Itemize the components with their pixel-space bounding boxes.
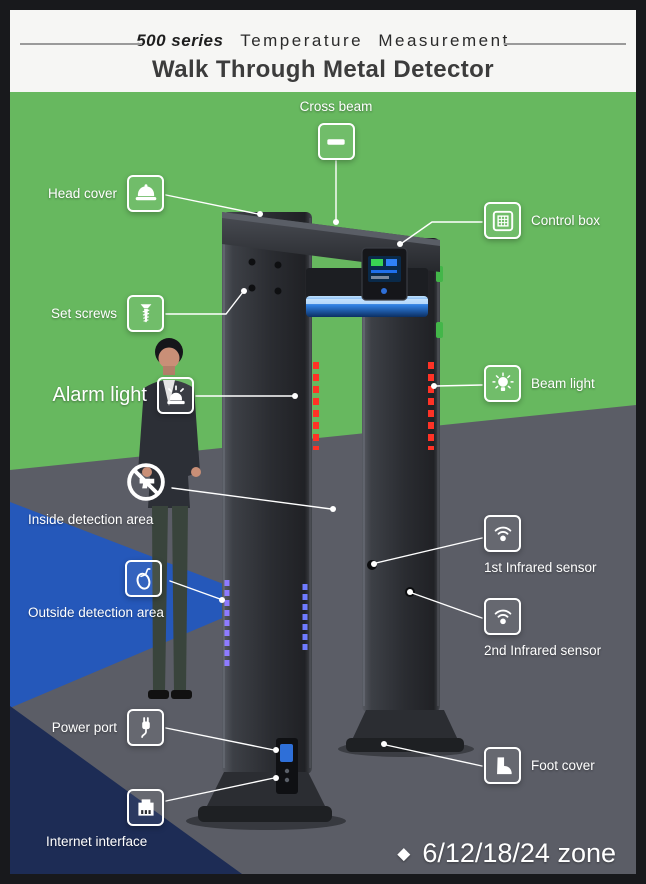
series-line: 500 series Temperature Measurement	[10, 10, 636, 51]
zone-count: ◆ 6/12/18/24 zone	[397, 838, 616, 869]
infrared-2-label: 2nd Infrared sensor	[484, 643, 602, 658]
infrared-sensor-icon	[484, 598, 521, 635]
diamond-bullet-icon: ◆	[397, 843, 411, 863]
infrared-sensor-2-dot	[405, 587, 415, 597]
header: 500 series Temperature Measurement Walk …	[10, 10, 636, 92]
header-rule-right	[504, 43, 626, 45]
head-cover-label: Head cover	[47, 186, 117, 201]
outside-detection-label: Outside detection area	[28, 605, 164, 620]
right-pillar	[362, 238, 440, 712]
leader-dots	[219, 211, 437, 781]
leader-lines	[165, 160, 483, 802]
right-shadow	[338, 741, 474, 757]
ethernet-port-icon	[127, 789, 164, 826]
internet-interface-label: Internet interface	[46, 834, 148, 849]
no-weapons-icon	[124, 460, 168, 504]
metal-detector	[186, 212, 474, 830]
label-control-box: Control box	[484, 202, 600, 239]
set-screws-label: Set screws	[50, 306, 117, 321]
power-plug-icon	[127, 709, 164, 746]
alarm-light-icon	[157, 377, 194, 414]
connection-panel	[276, 738, 298, 794]
label-infrared-2: 2nd Infrared sensor	[484, 598, 601, 658]
header-rule-left	[20, 43, 142, 45]
right-base	[352, 710, 458, 740]
foot-cover-label: Foot cover	[531, 758, 595, 773]
beam-light-label: Beam light	[531, 376, 595, 391]
cross-beam-bar	[222, 212, 440, 272]
label-outside-detection: Outside detection area	[28, 560, 208, 620]
label-alarm-light: Alarm light	[42, 377, 194, 414]
zone-count-label: 6/12/18/24 zone	[422, 838, 616, 868]
light-bulb-icon	[484, 365, 521, 402]
label-infrared-1: 1st Infrared sensor	[484, 515, 597, 575]
hinge-tab	[436, 266, 443, 282]
left-pillar	[222, 212, 312, 774]
alarm-light-label: Alarm light	[52, 384, 147, 406]
power-port-label: Power port	[51, 720, 117, 735]
control-box-label: Control box	[531, 213, 601, 228]
mouse-icon	[125, 560, 162, 597]
hinge-tab	[436, 322, 443, 338]
control-display	[361, 247, 408, 301]
label-head-cover: Head cover	[32, 175, 164, 212]
helmet-icon	[127, 175, 164, 212]
infrared-sensor-icon	[484, 515, 521, 552]
label-cross-beam: Cross beam	[277, 99, 395, 160]
inside-detection-label: Inside detection area	[28, 512, 154, 527]
label-set-screws: Set screws	[28, 295, 164, 332]
page-title: Walk Through Metal Detector	[152, 55, 494, 83]
boot-icon	[484, 747, 521, 784]
cross-beam-icon	[317, 123, 355, 160]
label-foot-cover: Foot cover	[484, 747, 595, 784]
series-suffix-label: Temperature Measurement	[240, 31, 510, 50]
infrared-1-label: 1st Infrared sensor	[484, 560, 597, 575]
control-box-icon	[484, 202, 521, 239]
infrared-sensor-1-dot	[367, 560, 377, 570]
label-power-port: Power port	[34, 709, 164, 746]
series-label: 500 series	[136, 31, 224, 50]
label-inside-detection: Inside detection area	[28, 460, 204, 527]
left-base	[206, 772, 326, 808]
beam-light-bar	[306, 296, 428, 317]
label-internet-interface: Internet interface	[46, 789, 196, 849]
screw-icon	[127, 295, 164, 332]
left-shadow	[186, 812, 346, 830]
cross-beam-label: Cross beam	[299, 99, 373, 114]
label-beam-light: Beam light	[484, 365, 595, 402]
